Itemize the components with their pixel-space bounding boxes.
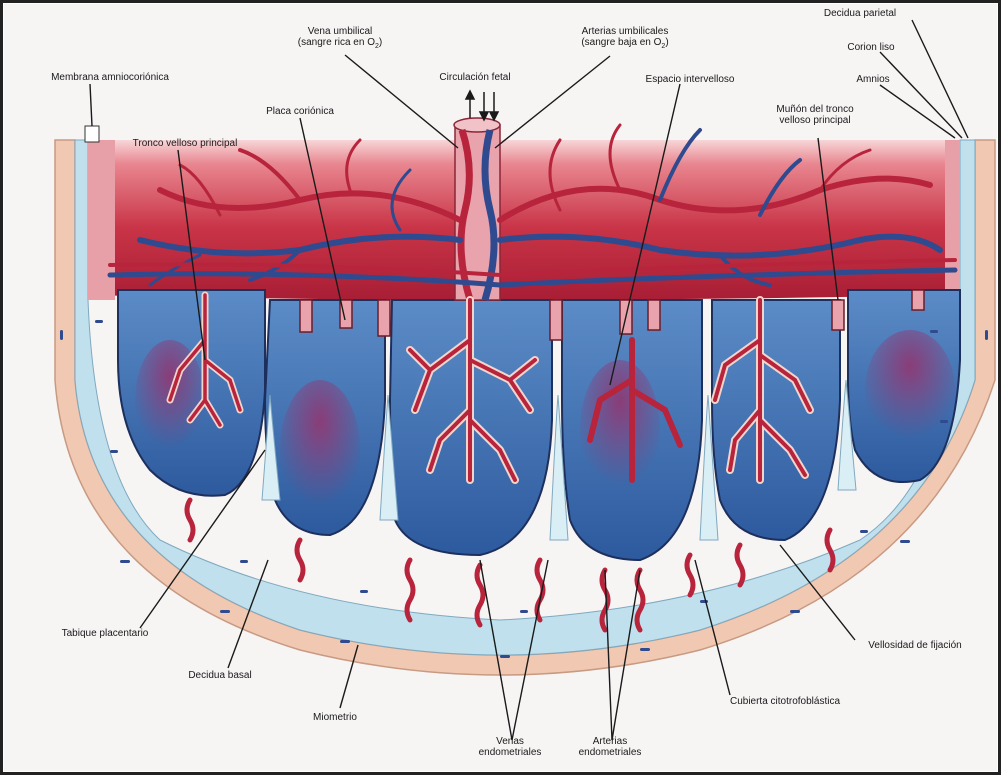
label-venas-endometriales-line1: Venas: [460, 736, 560, 747]
label-arterias-umbilicales-line1: Arterias umbilicales: [550, 26, 700, 37]
label-vena-umbilical-line2: (sangre rica en O2): [265, 37, 415, 52]
label-vena-umbilical: Vena umbilical (sangre rica en O2): [265, 26, 415, 52]
label-vena-umbilical-text: (sangre rica en O: [298, 37, 375, 48]
label-venas-endometriales: Venas endometriales: [460, 736, 560, 758]
label-arterias-endometriales-line1: Arterias: [560, 736, 660, 747]
label-placa-corionica: Placa coriónica: [250, 106, 350, 117]
label-decidua-basal: Decidua basal: [170, 670, 270, 681]
label-munon-tronco: Muñón del tronco velloso principal: [755, 104, 875, 126]
label-espacio-intervelloso: Espacio intervelloso: [625, 74, 755, 85]
label-tabique-placentario: Tabique placentario: [45, 628, 165, 639]
label-miometrio: Miometrio: [290, 712, 380, 723]
label-venas-endometriales-line2: endometriales: [460, 747, 560, 758]
label-arterias-umbilicales-text: (sangre baja en O: [581, 37, 661, 48]
label-membrana-amniocorionica: Membrana amniocoriónica: [40, 72, 180, 83]
label-circulacion-fetal: Circulación fetal: [420, 72, 530, 83]
label-arterias-umbilicales-sub: 2: [661, 43, 665, 50]
label-tronco-velloso-principal: Tronco velloso principal: [110, 138, 260, 149]
label-corion-liso: Corion liso: [826, 42, 916, 53]
label-arterias-endometriales: Arterias endometriales: [560, 736, 660, 758]
label-arterias-umbilicales-line2: (sangre baja en O2): [550, 37, 700, 52]
label-cubierta-citotrofoblastica: Cubierta citotrofoblástica: [700, 696, 870, 707]
label-vena-umbilical-line1: Vena umbilical: [265, 26, 415, 37]
label-munon-tronco-line1: Muñón del tronco: [755, 104, 875, 115]
label-vellosidad-fijacion: Vellosidad de fijación: [840, 640, 990, 651]
label-decidua-parietal: Decidua parietal: [800, 8, 920, 19]
label-vena-umbilical-sub: 2: [375, 43, 379, 50]
label-arterias-umbilicales: Arterias umbilicales (sangre baja en O2): [550, 26, 700, 52]
label-munon-tronco-line2: velloso principal: [755, 115, 875, 126]
label-arterias-endometriales-line2: endometriales: [560, 747, 660, 758]
label-amnios: Amnios: [838, 74, 908, 85]
